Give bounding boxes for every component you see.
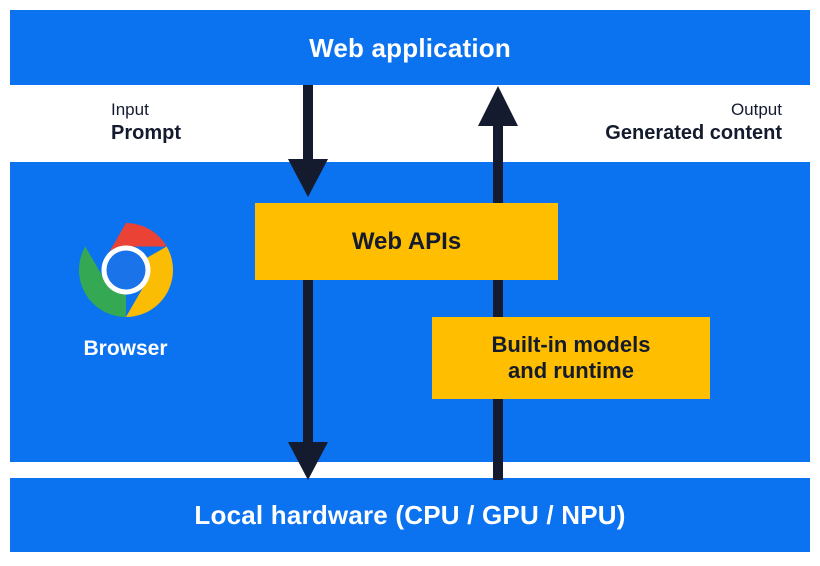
input-value-text: Prompt (111, 121, 181, 144)
component-builtin-models[interactable]: Built-in models and runtime (432, 317, 710, 399)
arrow-up-icon-output-top (478, 86, 518, 280)
arrow-down-icon-input-top (288, 85, 328, 197)
output-kind-text: Output (730, 100, 782, 119)
layer-local-hardware-label: Local hardware (CPU / GPU / NPU) (194, 500, 626, 530)
component-builtin-models-line2: and runtime (508, 358, 634, 383)
component-web-apis[interactable]: Web APIs (255, 203, 558, 280)
output-label: Output Generated content (605, 100, 782, 145)
component-web-apis-label: Web APIs (351, 227, 462, 255)
layer-web-application-label: Web application (309, 32, 511, 63)
layer-web-application: Web application (10, 10, 810, 85)
component-builtin-models-line1: Built-in models (491, 332, 651, 358)
layer-browser-label: Browser (83, 337, 168, 360)
input-kind-text: Input (111, 100, 149, 119)
component-builtin-models-label: Built-in models and runtime (492, 332, 651, 383)
output-value-text: Generated content (605, 121, 782, 144)
layer-local-hardware: Local hardware (CPU / GPU / NPU) (10, 478, 810, 552)
input-label: Input Prompt (111, 100, 181, 145)
arrow-down-icon-input-bottom (288, 278, 328, 480)
chrome-logo-icon (78, 223, 173, 317)
browser-group: Browser (68, 220, 183, 359)
